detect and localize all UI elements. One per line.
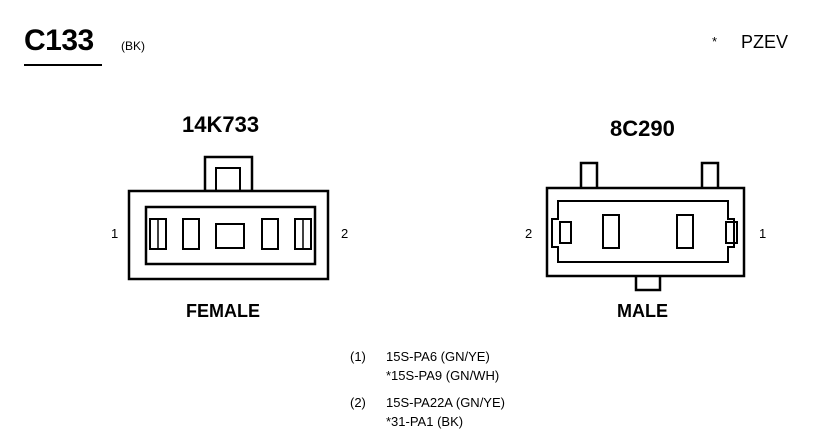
- legend-text: PZEV: [741, 32, 789, 52]
- connector-id-underline: [24, 64, 102, 66]
- male-tab-right: [700, 161, 720, 191]
- female-terminal-3: [261, 218, 279, 250]
- male-pin-right: [676, 214, 694, 249]
- circuit-number: (2): [350, 395, 366, 410]
- circuit-number: (1): [350, 349, 366, 364]
- female-latch-inner: [215, 167, 241, 192]
- circuit-line: 15S-PA22A (GN/YE): [386, 395, 505, 410]
- male-part-number: 8C290: [610, 116, 675, 141]
- male-pin-label-left: 2: [525, 226, 533, 241]
- circuit-line: 15S-PA6 (GN/YE): [386, 349, 490, 364]
- circuit-group-1: (1) 15S-PA6 (GN/YE) *15S-PA9 (GN/WH): [350, 347, 505, 385]
- male-pin-side-right: [725, 221, 738, 244]
- female-latch: [203, 155, 254, 193]
- male-cavity: [551, 200, 735, 263]
- female-center-block: [215, 223, 245, 249]
- female-cavity: [144, 205, 317, 266]
- circuit-group-2: (2) 15S-PA22A (GN/YE) *31-PA1 (BK): [350, 393, 505, 431]
- male-pin-side-left: [559, 221, 572, 244]
- female-part-number: 14K733: [182, 112, 260, 137]
- female-pin-label-right: 2: [341, 226, 349, 241]
- female-pin-label-left: 1: [111, 226, 119, 241]
- legend-symbol: *: [712, 34, 718, 49]
- female-connector-face: [127, 155, 330, 281]
- connector-id: C133: [24, 24, 94, 57]
- male-tab-left: [579, 161, 599, 191]
- connector-color: (BK): [121, 39, 145, 53]
- female-label: FEMALE: [186, 301, 260, 321]
- circuit-list: (1) 15S-PA6 (GN/YE) *15S-PA9 (GN/WH) (2)…: [350, 347, 505, 439]
- female-housing: [127, 189, 330, 281]
- female-terminal-2: [182, 218, 200, 250]
- circuit-line-alt: *31-PA1 (BK): [386, 414, 464, 429]
- circuit-line-alt: *15S-PA9 (GN/WH): [386, 368, 500, 383]
- male-connector-face: [545, 161, 746, 292]
- male-label: MALE: [617, 301, 668, 321]
- male-pin-label-right: 1: [759, 226, 767, 241]
- male-pin-left: [602, 214, 620, 249]
